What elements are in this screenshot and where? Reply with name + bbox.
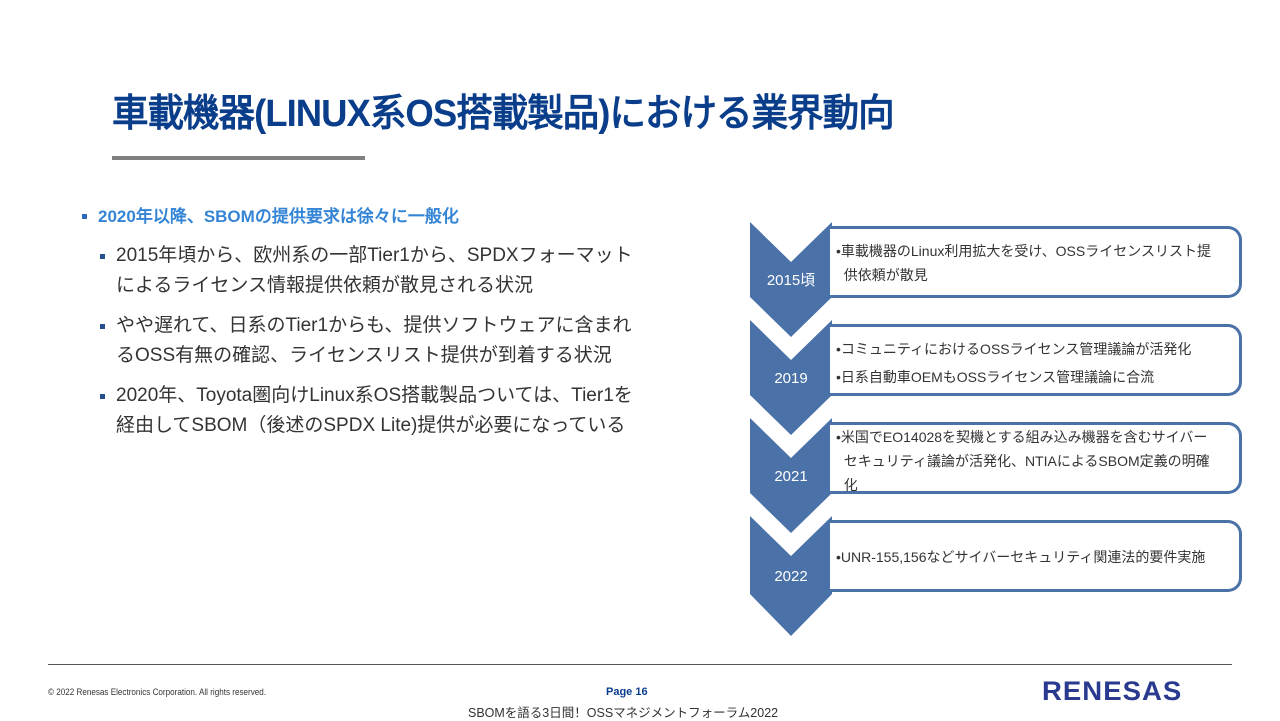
timeline-box: •UNR-155,156などサイバーセキュリティ関連法的要件実施 (830, 520, 1242, 592)
renesas-logo: RENESAS (1042, 676, 1183, 706)
timeline-year: 2019 (774, 370, 808, 387)
timeline-box: •米国でEO14028を契機とする組み込み機器を含むサイバー セキュリティ議論が… (830, 422, 1242, 494)
timeline-box: •車載機器のLinux利用拡大を受け、OSSライセンスリスト提 供依頼が散見 (830, 226, 1242, 298)
timeline-year: 2021 (774, 468, 808, 485)
slide-title: 車載機器(LINUX系OS搭載製品)における業界動向 (112, 93, 895, 135)
event-name: SBOMを語る3日間！OSSマネジメントフォーラム2022 (468, 706, 779, 720)
bullet-item: やや遅れて、日系のTier1からも、提供ソフトウェアに含まれ るOSS有無の確認… (98, 311, 720, 371)
bullet-item: 2020年、Toyota圏向けLinux系OS搭載製品ついては、Tier1を 経… (98, 381, 720, 441)
chevron-down-icon (750, 320, 832, 435)
timeline-row: 2022 •UNR-155,156などサイバーセキュリティ関連法的要件実施 (750, 516, 1250, 636)
bullet-heading: 2020年以降、SBOMの提供要求は徐々に一般化 (80, 203, 720, 231)
timeline-row: 2021 •米国でEO14028を契機とする組み込み機器を含むサイバー セキュリ… (750, 418, 1250, 533)
square-bullet-icon (100, 394, 105, 399)
footer-divider (48, 664, 1232, 665)
page-number: Page 16 (606, 686, 648, 698)
square-bullet-icon (82, 214, 87, 219)
square-bullet-icon (100, 254, 105, 259)
bullet-item: 2015年頃から、欧州系の一部Tier1から、SPDXフォーマット によるライセ… (98, 241, 720, 301)
timeline-box: •コミュニティにおけるOSSライセンス管理議論が活発化 •日系自動車OEMもOS… (830, 324, 1242, 396)
timeline-row: 2015頃 •車載機器のLinux利用拡大を受け、OSSライセンスリスト提 供依… (750, 222, 1250, 337)
chevron-down-icon (750, 222, 832, 337)
timeline-chevron-list: 2015頃 •車載機器のLinux利用拡大を受け、OSSライセンスリスト提 供依… (750, 222, 1250, 642)
copyright-notice: © 2022 Renesas Electronics Corporation. … (48, 687, 267, 697)
title-underline (112, 156, 365, 160)
chevron-down-icon (750, 516, 832, 636)
chevron-down-icon (750, 418, 832, 533)
timeline-year: 2015頃 (766, 272, 816, 289)
timeline-year: 2022 (774, 568, 808, 585)
bullet-list: 2020年以降、SBOMの提供要求は徐々に一般化 2015年頃から、欧州系の一部… (80, 203, 720, 441)
square-bullet-icon (100, 324, 105, 329)
timeline-row: 2019 •コミュニティにおけるOSSライセンス管理議論が活発化 •日系自動車O… (750, 320, 1250, 435)
